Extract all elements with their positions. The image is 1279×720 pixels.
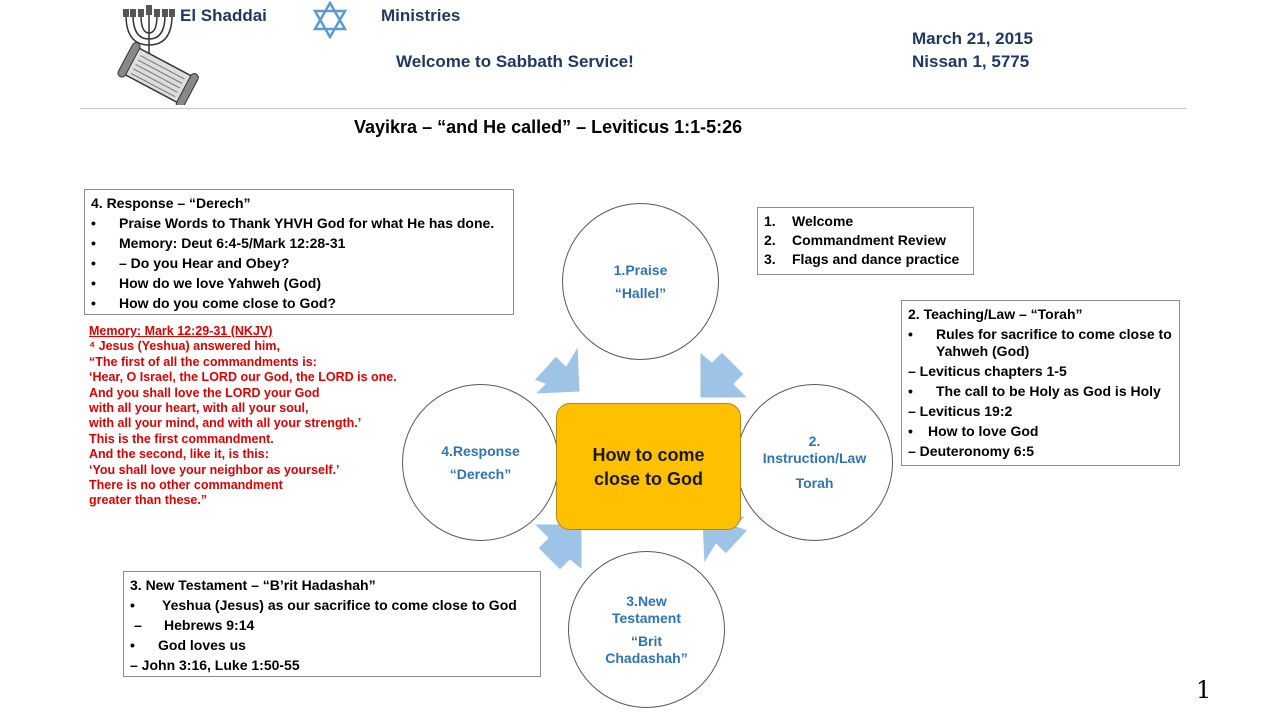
agenda-num-1: 1. bbox=[764, 213, 776, 229]
memory-verse: Memory: Mark 12:29-31 (NKJV) ⁴ Jesus (Ye… bbox=[89, 324, 397, 509]
agenda-num-3: 3. bbox=[764, 251, 776, 267]
center-line-1: How to come bbox=[592, 444, 705, 465]
response-label: 4.Response bbox=[441, 442, 520, 459]
instruction-label: Instruction/Law bbox=[762, 450, 867, 466]
page-number: 1 bbox=[1196, 676, 1212, 704]
nt-label-1: 3.New bbox=[626, 592, 667, 609]
nt-line-4: – John 3:16, Luke 1:50-55 bbox=[130, 657, 300, 673]
bullet: • bbox=[91, 215, 96, 231]
response-item-1: Praise Words to Thank YHVH God for what … bbox=[119, 215, 495, 231]
menorah-torah-logo bbox=[104, 3, 206, 109]
teaching-line-1: Rules for sacrifice to come close to Yah… bbox=[936, 326, 1172, 359]
teaching-bullet-1: • bbox=[908, 326, 913, 342]
memory-line-4: ‘Hear, O Israel, the LORD our God, the L… bbox=[89, 370, 397, 385]
bullet: • bbox=[91, 235, 96, 251]
response-circle: 4.Response “Derech” bbox=[402, 384, 559, 541]
teaching-box: 2. Teaching/Law – “Torah” • Rules for sac… bbox=[901, 300, 1180, 466]
agenda-item-2: Commandment Review bbox=[792, 232, 947, 248]
memory-line-11: There is no other commandment bbox=[89, 478, 283, 493]
new-testament-box: 3. New Testament – “B’rit Hadashah” • Yes… bbox=[123, 571, 541, 677]
agenda-item-1: Welcome bbox=[792, 213, 854, 229]
star-of-david-icon bbox=[312, 0, 348, 40]
response-item-4: How do we love Yahweh (God) bbox=[119, 275, 321, 291]
teaching-line-3: The call to be Holy as God is Holy bbox=[936, 383, 1161, 399]
response-box: 4. Response – “Derech” • Praise Words to … bbox=[84, 189, 514, 315]
teaching-bullet-3: • bbox=[908, 383, 913, 399]
nt-sub-2: Chadashah” bbox=[605, 649, 688, 666]
teaching-bullet-5: • bbox=[908, 423, 913, 439]
memory-line-7: with all your mind, and with all your st… bbox=[89, 416, 362, 431]
bullet: • bbox=[91, 295, 96, 311]
nt-line-3: God loves us bbox=[158, 637, 246, 653]
memory-line-9: And the second, like it, is this: bbox=[89, 447, 269, 462]
response-item-3: – Do you Hear and Obey? bbox=[119, 255, 290, 271]
praise-label: 1.Praise bbox=[613, 261, 668, 278]
page-title: Vayikra – “and He called” – Leviticus 1:… bbox=[354, 117, 743, 137]
date-gregorian: March 21, 2015 bbox=[912, 29, 1033, 48]
instruction-sub: Torah bbox=[795, 475, 834, 491]
center-line-2: close to God bbox=[593, 468, 703, 489]
praise-circle: 1.Praise “Hallel” bbox=[562, 203, 719, 360]
welcome-text: Welcome to Sabbath Service! bbox=[396, 52, 634, 71]
memory-line-1: Memory: Mark 12:29-31 (NKJV) bbox=[89, 324, 273, 338]
agenda-item-3: Flags and dance practice bbox=[792, 251, 960, 267]
agenda-num-2: 2. bbox=[764, 232, 776, 248]
nt-bullet-2: – bbox=[134, 617, 142, 633]
praise-sub: “Hallel” bbox=[614, 284, 667, 301]
org-name-left: El Shaddai bbox=[180, 6, 267, 25]
center-box: How to come close to God bbox=[556, 403, 741, 530]
nt-bullet-3: • bbox=[130, 637, 135, 653]
response-item-5: How do you come close to God? bbox=[119, 295, 337, 311]
memory-line-2: ⁴ Jesus (Yeshua) answered him, bbox=[89, 339, 280, 354]
bullet: • bbox=[91, 275, 96, 291]
nt-label-2: Testament bbox=[612, 609, 681, 626]
teaching-box-heading: 2. Teaching/Law – “Torah” bbox=[908, 306, 1083, 322]
memory-line-10: ‘You shall love your neighbor as yoursel… bbox=[89, 462, 340, 477]
memory-line-8: This is the first commandment. bbox=[89, 431, 274, 446]
nt-line-1: Yeshua (Jesus) as our sacrifice to come … bbox=[162, 597, 517, 613]
nt-box-heading: 3. New Testament – “B’rit Hadashah” bbox=[130, 577, 376, 593]
instruction-circle: 2. Instruction/Law Torah bbox=[736, 384, 893, 541]
nt-line-2: Hebrews 9:14 bbox=[164, 617, 255, 633]
response-box-heading: 4. Response – “Derech” bbox=[91, 195, 251, 211]
response-sub: “Derech” bbox=[449, 465, 512, 482]
header-divider bbox=[80, 108, 1186, 109]
new-testament-circle: 3.New Testament “Brit Chadashah” bbox=[568, 551, 725, 708]
teaching-line-6: – Deuteronomy 6:5 bbox=[908, 443, 1035, 459]
nt-bullet-1: • bbox=[130, 597, 135, 613]
agenda-box: 1. Welcome 2. Commandment Review 3. Flags a… bbox=[757, 207, 974, 275]
nt-sub-1: “Brit bbox=[630, 632, 663, 649]
response-item-2: Memory: Deut 6:4-5/Mark 12:28-31 bbox=[119, 235, 346, 251]
teaching-line-2: – Leviticus chapters 1-5 bbox=[908, 363, 1067, 379]
instruction-num: 2. bbox=[808, 433, 821, 449]
org-name-right: Ministries bbox=[381, 6, 461, 25]
memory-line-5: And you shall love the LORD your God bbox=[89, 385, 320, 400]
memory-line-6: with all your heart, with all your soul, bbox=[89, 401, 309, 416]
date-hebrew: Nissan 1, 5775 bbox=[912, 52, 1030, 71]
memory-line-12: greater than these.” bbox=[89, 493, 208, 508]
bullet: • bbox=[91, 255, 96, 271]
teaching-line-4: – Leviticus 19:2 bbox=[908, 403, 1013, 419]
memory-line-3: “The first of all the commandments is: bbox=[89, 354, 317, 369]
teaching-line-5: How to love God bbox=[928, 423, 1039, 439]
